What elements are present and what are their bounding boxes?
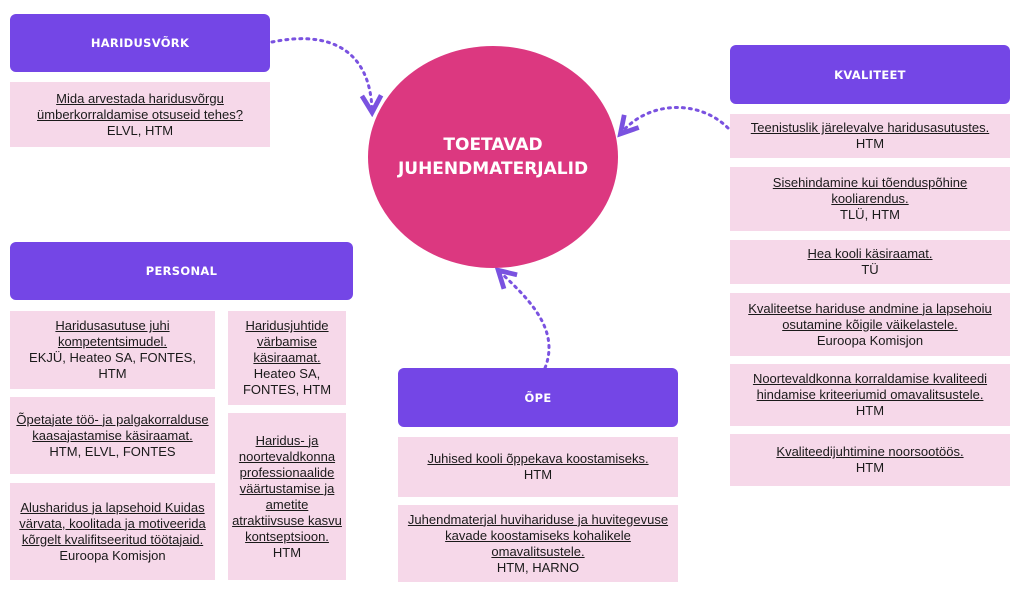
item-title[interactable]: Sisehindamine kui tõenduspõhine kooliare… <box>772 175 968 206</box>
haridusvork-header: HARIDUSVÕRK <box>10 14 270 72</box>
item-source: Euroopa Komisjon <box>816 332 924 348</box>
personal-item: Õpetajate töö- ja palgakorralduse kaasaj… <box>10 397 215 474</box>
personal-item: Haridusasutuse juhi kompetentsimudel. EK… <box>10 311 215 389</box>
ope-header-label: ÕPE <box>524 390 552 405</box>
item-source: HTM, HARNO <box>496 559 580 575</box>
kvaliteet-header: KVALITEET <box>730 45 1010 104</box>
haridusvork-item: Mida arvestada haridusvõrgu ümberkorrald… <box>10 82 270 147</box>
kvaliteet-item: Sisehindamine kui tõenduspõhine kooliare… <box>730 167 1010 231</box>
item-source: ELVL, HTM <box>106 122 174 138</box>
item-title[interactable]: Juhendmaterjal huvihariduse ja huvitegev… <box>407 511 669 559</box>
item-source: TÜ <box>861 262 879 277</box>
item-source: Euroopa Komisjon <box>59 547 166 563</box>
kvaliteet-item: Kvaliteedijuhtimine noorsootöös. HTM <box>730 434 1010 486</box>
personal-header-label: PERSONAL <box>145 264 218 278</box>
item-title[interactable]: Noortevaldkonna korraldamise kvaliteedi … <box>752 371 988 402</box>
item-source: TLÜ, HTM <box>840 207 900 222</box>
item-source: HTM <box>855 460 885 475</box>
personal-item: Haridus- ja noortevaldkonna professionaa… <box>228 413 346 580</box>
item-source: HTM <box>272 544 302 560</box>
kvaliteet-item: Hea kooli käsiraamat. TÜ <box>730 240 1010 284</box>
item-title[interactable]: Kvaliteedijuhtimine noorsootöös. <box>776 444 964 459</box>
item-title[interactable]: Haridusasutuse juhi kompetentsimudel. <box>55 318 170 349</box>
item-title[interactable]: Hea kooli käsiraamat. <box>807 246 933 261</box>
kvaliteet-item: Kvaliteetse hariduse andmine ja lapsehoi… <box>730 293 1010 356</box>
item-source: HTM <box>855 403 885 418</box>
personal-item: Alusharidus ja lapsehoid Kuidas värvata,… <box>10 483 215 580</box>
item-title[interactable]: Mida arvestada haridusvõrgu ümberkorrald… <box>37 90 243 122</box>
kvaliteet-item: Noortevaldkonna korraldamise kvaliteedi … <box>730 364 1010 426</box>
ope-item: Juhendmaterjal huvihariduse ja huvitegev… <box>398 505 678 582</box>
central-topic: TOETAVAD JUHENDMATERJALID <box>368 46 618 268</box>
kvaliteet-item: Teenistuslik järelevalve haridusasutuste… <box>730 114 1010 158</box>
item-title[interactable]: Juhised kooli õppekava koostamiseks. <box>427 451 649 466</box>
haridusvork-header-label: HARIDUSVÕRK <box>90 36 190 50</box>
item-title[interactable]: Alusharidus ja lapsehoid Kuidas värvata,… <box>19 499 206 547</box>
arrow-haridusvork <box>270 37 372 110</box>
item-title[interactable]: Haridus- ja noortevaldkonna professionaa… <box>232 432 342 544</box>
item-title[interactable]: Haridusjuhtide värbamise käsiraamat. <box>245 318 329 365</box>
item-title[interactable]: Teenistuslik järelevalve haridusasutuste… <box>750 120 990 135</box>
item-source: HTM <box>855 136 885 151</box>
arrow-ope <box>500 272 551 370</box>
item-title[interactable]: Õpetajate töö- ja palgakorralduse kaasaj… <box>16 411 209 443</box>
personal-item: Haridusjuhtide värbamise käsiraamat. Hea… <box>228 311 346 405</box>
item-source: Heateo SA, FONTES, HTM <box>242 366 332 397</box>
kvaliteet-header-label: KVALITEET <box>834 67 906 82</box>
ope-item: Juhised kooli õppekava koostamiseks. HTM <box>398 437 678 497</box>
personal-header: PERSONAL <box>10 242 353 300</box>
item-source: HTM, ELVL, FONTES <box>49 443 176 459</box>
central-topic-line1: TOETAVAD <box>443 135 543 155</box>
ope-header: ÕPE <box>398 368 678 427</box>
central-topic-line2: JUHENDMATERJALID <box>397 159 589 179</box>
arrow-kvaliteet <box>622 106 730 132</box>
item-title[interactable]: Kvaliteetse hariduse andmine ja lapsehoi… <box>748 300 992 332</box>
item-source: HTM <box>523 467 553 482</box>
item-source: EKJÜ, Heateo SA, FONTES, HTM <box>29 350 196 381</box>
